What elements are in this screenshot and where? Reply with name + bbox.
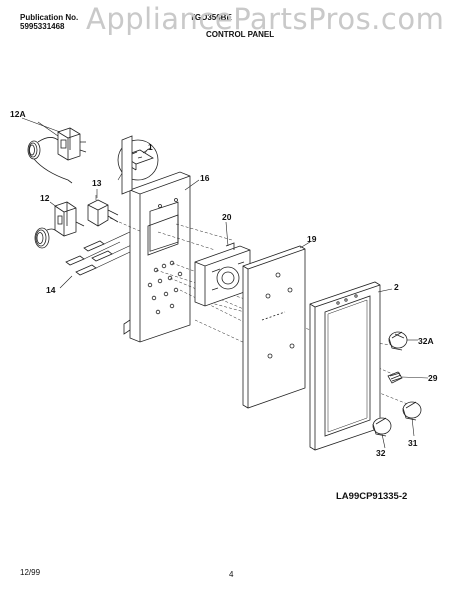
label-13: 13 <box>92 178 102 188</box>
part-12a-thermostat <box>27 121 87 184</box>
part-29-grommet <box>387 371 403 384</box>
label-31: 31 <box>408 438 418 448</box>
watermark: AppliancePartsPros.com <box>86 2 445 36</box>
label-29: 29 <box>428 373 438 383</box>
part-14-connectors <box>65 230 141 276</box>
label-16: 16 <box>200 173 210 183</box>
label-32: 32 <box>376 448 386 458</box>
publication-label: Publication No. <box>20 13 79 22</box>
label-2: 2 <box>394 282 399 292</box>
label-32a: 32A <box>418 336 434 346</box>
label-19: 19 <box>307 234 317 244</box>
section-title: CONTROL PANEL <box>206 30 275 39</box>
page-number: 4 <box>229 570 234 579</box>
part-20-dial-plate <box>194 242 251 307</box>
label-14: 14 <box>46 285 56 295</box>
part-19-insulator <box>242 245 306 409</box>
model-number: TGO356BE <box>190 13 232 22</box>
part-12-thermostat <box>34 201 85 249</box>
footer-date: 12/99 <box>20 568 41 577</box>
part-31-knob <box>402 401 422 421</box>
part-13-switch <box>87 195 119 227</box>
label-12: 12 <box>40 193 50 203</box>
part-2-frame <box>309 281 381 451</box>
part-16-bracket <box>121 135 191 343</box>
label-12a: 12A <box>10 109 26 119</box>
label-leaders <box>21 117 429 449</box>
publication-number: 5995331468 <box>20 22 65 31</box>
part-32-knob <box>372 417 392 437</box>
label-1: 1 <box>148 142 153 152</box>
label-20: 20 <box>222 212 232 222</box>
part-32a-knob <box>388 331 408 351</box>
diagram-code: LA99CP91335-2 <box>336 491 408 502</box>
